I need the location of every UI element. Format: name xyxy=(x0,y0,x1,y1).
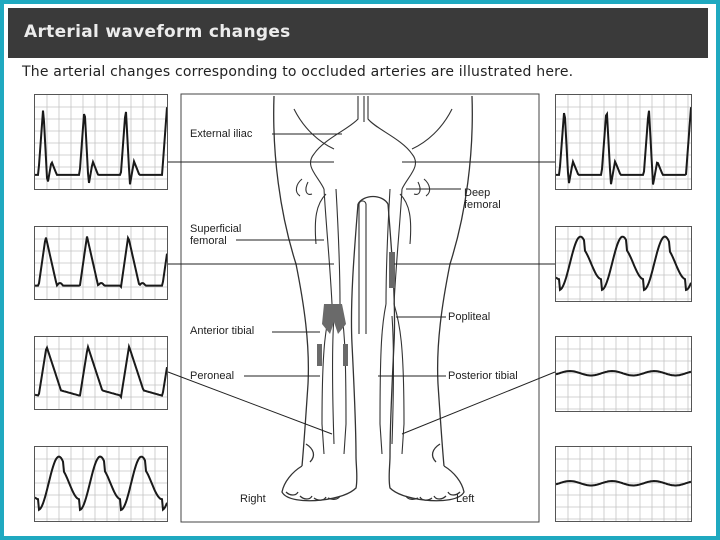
waveform-left-external-iliac xyxy=(555,94,692,190)
waveform-trace xyxy=(556,235,691,292)
waveform-left-deep-femoral xyxy=(555,226,692,302)
waveform-right-peroneal xyxy=(34,336,168,410)
waveform-left-foot xyxy=(555,446,692,522)
artery-network xyxy=(293,96,453,455)
label-superficial-femoral-1: Superficial xyxy=(190,223,241,235)
waveform-left-posterior-tibial xyxy=(555,336,692,412)
waveform-trace xyxy=(556,479,691,487)
label-external-iliac: External iliac xyxy=(190,128,253,140)
waveform-grid xyxy=(556,227,691,301)
leg-diagram: External iliac Superficial femoral Deep … xyxy=(167,93,556,523)
waveform-trace xyxy=(556,107,691,185)
connector-left-tibial xyxy=(401,371,556,435)
diagram-box xyxy=(180,93,540,523)
waveform-trace xyxy=(35,107,167,185)
slide-title: Arterial waveform changes xyxy=(24,22,291,42)
label-peroneal: Peroneal xyxy=(190,370,234,382)
waveform-grid xyxy=(35,227,167,299)
waveform-trace xyxy=(35,342,167,400)
label-right: Right xyxy=(240,493,266,505)
label-superficial-femoral-2: femoral xyxy=(190,235,227,247)
leg-outline xyxy=(273,95,473,502)
label-posterior-tibial: Posterior tibial xyxy=(448,370,518,382)
connector-lines xyxy=(167,133,556,435)
waveform-right-external-iliac xyxy=(34,94,168,190)
slide-caption: The arterial changes corresponding to oc… xyxy=(22,64,574,80)
header-bar: Arterial waveform changes xyxy=(8,8,708,58)
central-vessel xyxy=(358,200,367,334)
label-anterior-tibial: Anterior tibial xyxy=(190,325,254,337)
occlusion-left-superficial-femoral xyxy=(389,252,395,288)
connector-right-peroneal xyxy=(167,371,333,435)
label-popliteal: Popliteal xyxy=(448,311,490,323)
waveform-grid xyxy=(35,447,167,521)
waveform-grid xyxy=(556,95,691,189)
waveform-trace xyxy=(556,369,691,377)
waveform-grid xyxy=(556,447,691,521)
waveform-right-foot xyxy=(34,446,168,522)
label-deep-femoral-1: Deep xyxy=(464,187,490,199)
waveform-grid xyxy=(556,337,691,411)
waveform-trace xyxy=(35,234,167,290)
label-deep-femoral-2: femoral xyxy=(464,199,501,211)
waveform-trace xyxy=(35,455,167,512)
occlusion-right-posterior-tibial xyxy=(343,344,348,366)
waveform-grid xyxy=(35,95,167,189)
waveform-grid xyxy=(35,337,167,409)
waveform-right-superficial-femoral xyxy=(34,226,168,300)
occlusion-right-popliteal xyxy=(322,304,346,334)
label-left: Left xyxy=(456,493,474,505)
occlusion-shading xyxy=(317,252,395,366)
occlusion-right-anterior-tibial xyxy=(317,344,322,366)
